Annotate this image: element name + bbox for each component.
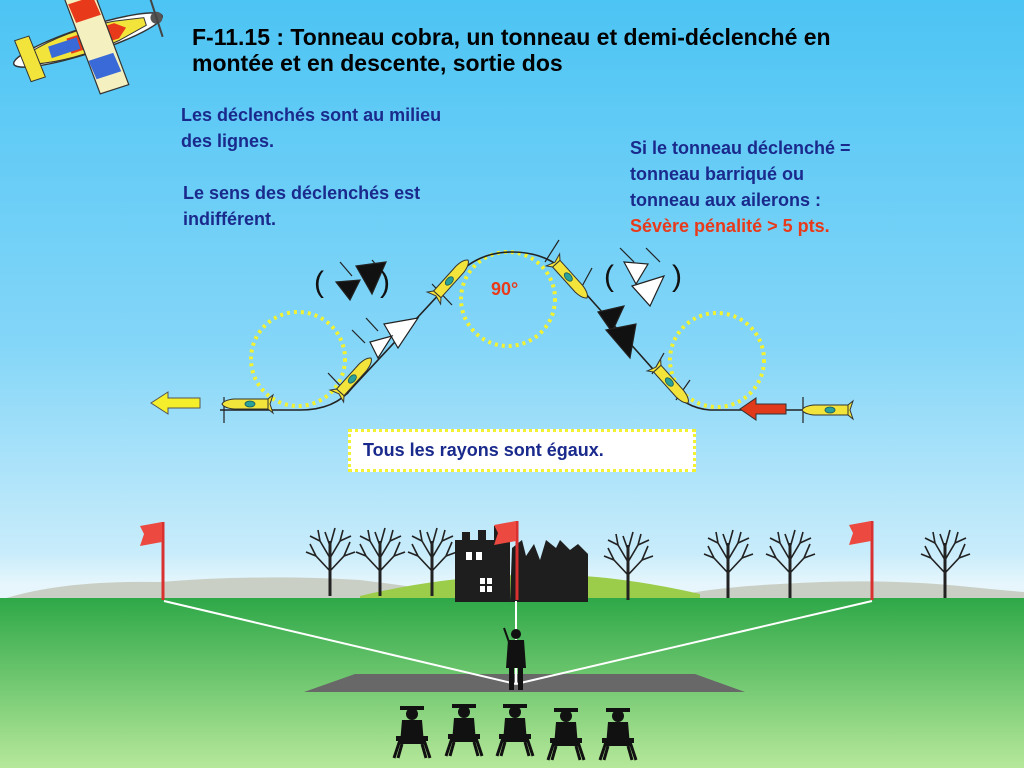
note-penalty-condition: Si le tonneau déclenché = tonneau barriq… (630, 138, 851, 210)
helper-circles (249, 250, 766, 409)
page-title: F-11.15 : Tonneau cobra, un tonneau et d… (192, 24, 831, 76)
aerobatic-plane-icon (13, 0, 164, 95)
note-penalty: Si le tonneau déclenché = tonneau barriq… (630, 109, 950, 265)
note-snap-position: Les déclenchés sont au milieu des lignes… (181, 105, 442, 151)
svg-text:(: ( (604, 260, 614, 293)
snap-roll-symbols (334, 261, 666, 360)
svg-text:): ) (672, 260, 682, 293)
svg-text:): ) (380, 266, 390, 299)
flight-path (220, 251, 806, 411)
angle-label: 90° (491, 279, 519, 299)
svg-text:(: ( (314, 266, 324, 299)
red-arrow-icon (739, 397, 787, 421)
flag-left (140, 522, 165, 600)
parentheses: ( ) ( ) (314, 260, 682, 299)
yellow-arrow-icon (150, 391, 201, 415)
pilot-silhouette-icon (503, 627, 526, 690)
radii-note: Tous les rayons sont égaux. (348, 429, 696, 472)
note-penalty-value: Sévère pénalité > 5 pts. (630, 216, 830, 236)
castle-ruin (455, 526, 588, 602)
note-snap-direction: Le sens des déclenchés est indifférent. (183, 183, 421, 229)
flag-right (849, 521, 874, 600)
flag-center (494, 521, 519, 600)
path-ticks (223, 239, 804, 423)
